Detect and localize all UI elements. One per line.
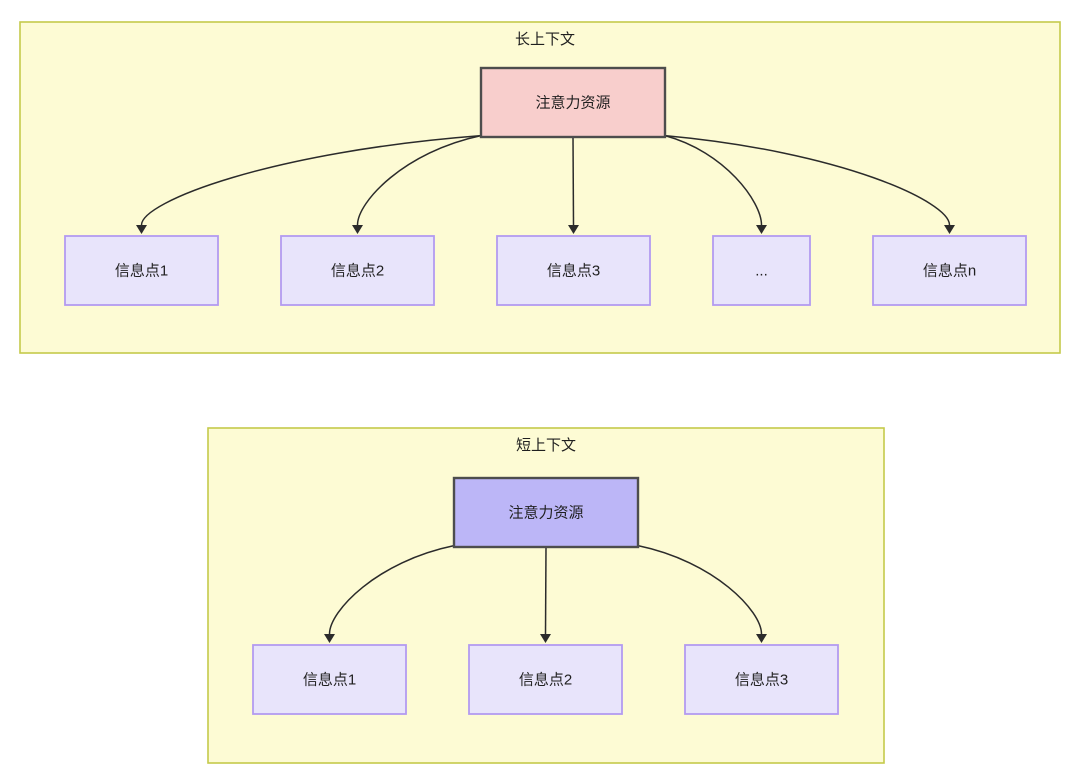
arrow-head-icon: [756, 225, 767, 234]
info-point-3-box[interactable]: [684, 644, 839, 715]
arrow-head-icon: [540, 634, 551, 643]
panel-long-context-edges: [136, 134, 955, 234]
edge-connector: [140, 134, 482, 226]
edge-connector: [637, 544, 763, 635]
arrow-head-icon: [568, 225, 579, 234]
arrow-head-icon: [756, 634, 767, 643]
panel-short-context-edges: [324, 544, 767, 643]
edge-connector: [664, 134, 951, 226]
edge-connector: [356, 134, 482, 226]
attention-resource-label: 注意力资源: [535, 93, 610, 111]
info-point-3-label: 信息点3: [547, 262, 600, 279]
attention-resource-label: 注意力资源: [508, 503, 583, 521]
edge-connector: [572, 136, 575, 226]
node-info-point-2[interactable]: 信息点2: [280, 235, 435, 306]
info-point-1-box[interactable]: [252, 644, 407, 715]
attention-resource-box[interactable]: [452, 476, 640, 549]
info-point-1-box[interactable]: [64, 235, 219, 306]
info-point-3-box[interactable]: [496, 235, 651, 306]
arrow-head-icon: [324, 634, 335, 643]
info-point-n-box[interactable]: [872, 235, 1027, 306]
node-info-point-n[interactable]: 信息点n: [872, 235, 1027, 306]
info-point-2-box[interactable]: [280, 235, 435, 306]
edge-connector: [328, 544, 455, 635]
node-info-point-2[interactable]: 信息点2: [468, 644, 623, 715]
node-info-point-ellipsis[interactable]: ...: [712, 235, 811, 306]
info-point-ellipsis-label: ...: [755, 262, 768, 279]
info-point-2-box[interactable]: [468, 644, 623, 715]
panel-long-context: 长上下文 注意力资源 信息点1 信息点2 信息点3 ...: [19, 21, 1061, 354]
info-point-1-label: 信息点1: [303, 671, 356, 688]
attention-resource-box[interactable]: [479, 66, 667, 139]
node-info-point-1[interactable]: 信息点1: [252, 644, 407, 715]
node-info-point-3[interactable]: 信息点3: [684, 644, 839, 715]
panel-short-context-title: 短上下文: [516, 437, 576, 454]
info-point-2-label: 信息点2: [331, 262, 384, 279]
node-info-point-1[interactable]: 信息点1: [64, 235, 219, 306]
node-info-point-3[interactable]: 信息点3: [496, 235, 651, 306]
arrow-head-icon: [352, 225, 363, 234]
info-point-1-label: 信息点1: [115, 262, 168, 279]
node-attention-resource-long[interactable]: 注意力资源: [479, 66, 667, 139]
edge-connector: [664, 134, 763, 226]
panel-long-context-title: 长上下文: [515, 31, 575, 48]
arrow-head-icon: [136, 225, 147, 234]
info-point-ellipsis-box[interactable]: [712, 235, 811, 306]
node-attention-resource-short[interactable]: 注意力资源: [452, 476, 640, 549]
info-point-n-label: 信息点n: [923, 262, 976, 279]
edge-connector: [544, 546, 547, 635]
panel-short-context: 短上下文 注意力资源 信息点1 信息点2 信息点3: [207, 427, 885, 764]
arrow-head-icon: [944, 225, 955, 234]
info-point-2-label: 信息点2: [519, 671, 572, 688]
info-point-3-label: 信息点3: [735, 671, 788, 688]
